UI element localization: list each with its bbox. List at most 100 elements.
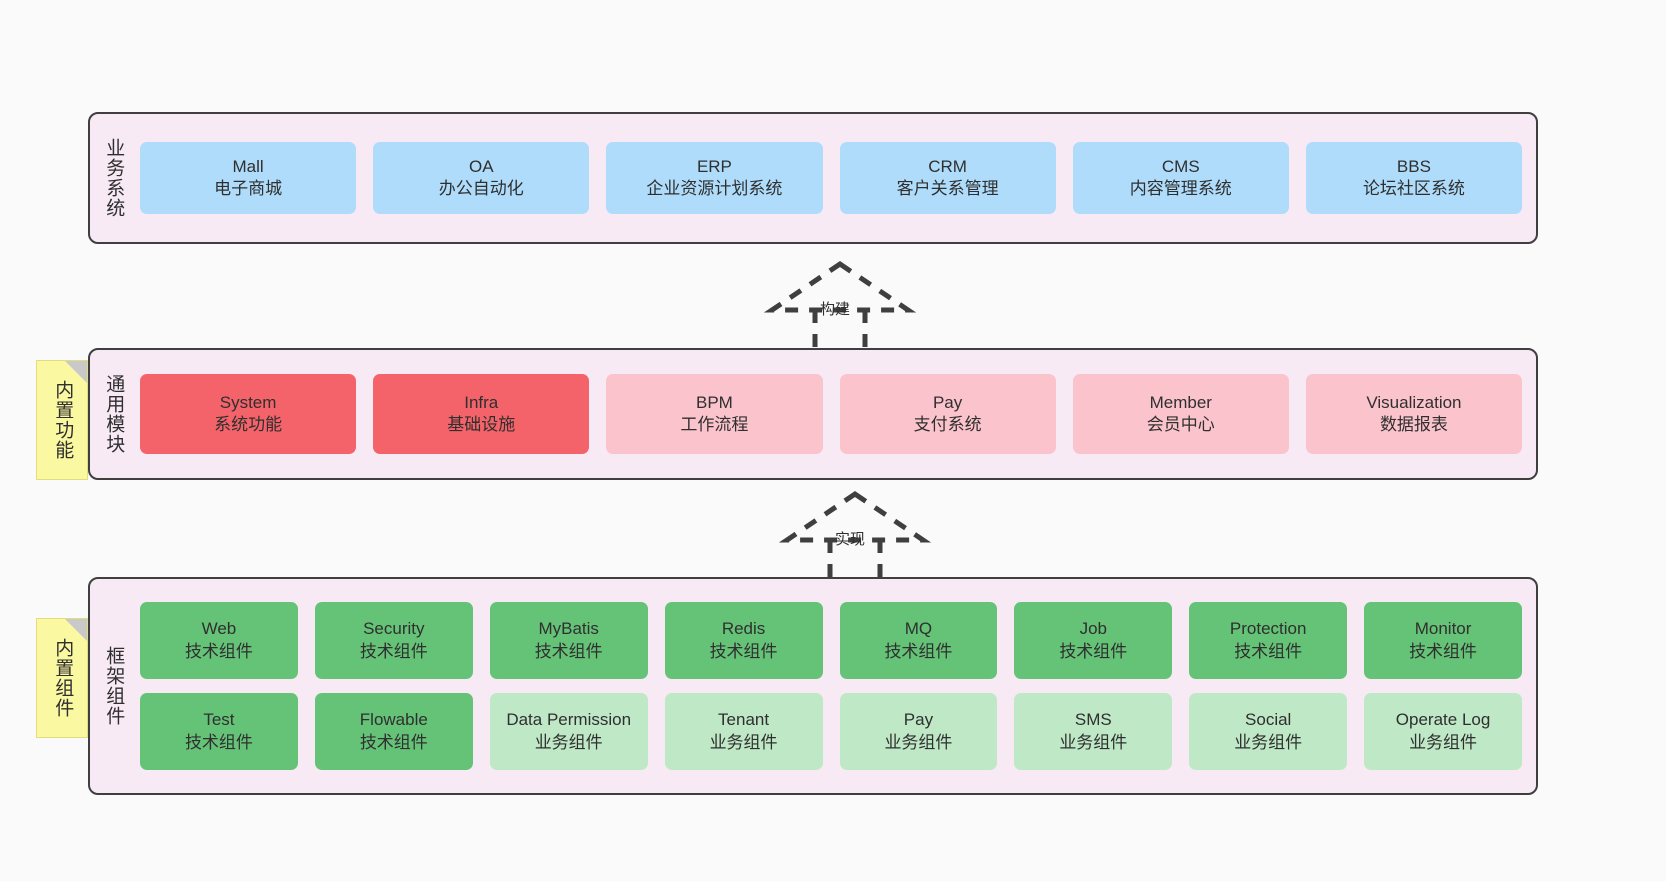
framework-card-tenant[interactable]: Tenant 业务组件 xyxy=(664,693,823,770)
business-card-erp[interactable]: ERP 企业资源计划系统 xyxy=(606,142,823,214)
card-title: Operate Log xyxy=(1395,710,1491,730)
business-card-crm[interactable]: CRM 客户关系管理 xyxy=(839,142,1056,214)
card-title: Infra xyxy=(464,392,499,412)
module-card-infra[interactable]: Infra 基础设施 xyxy=(373,374,590,454)
card-subtitle: 业务组件 xyxy=(709,732,778,752)
card-subtitle: 会员中心 xyxy=(1146,415,1215,434)
card-subtitle: 业务组件 xyxy=(534,732,603,752)
framework-card-job[interactable]: Job 技术组件 xyxy=(1014,602,1173,679)
card-title: OA xyxy=(468,156,494,176)
module-card-visualization[interactable]: Visualization 数据报表 xyxy=(1305,374,1523,454)
card-title: Flowable xyxy=(359,710,428,730)
business-systems-row: Mall 电子商城 OA 办公自动化 ERP 企业资源计划系统 CRM 客户关系… xyxy=(140,142,1523,214)
module-card-bpm[interactable]: BPM 工作流程 xyxy=(606,374,823,454)
card-title: BBS xyxy=(1396,156,1431,176)
card-subtitle: 技术组件 xyxy=(1059,641,1128,661)
card-subtitle: 技术组件 xyxy=(184,641,253,661)
card-subtitle: 业务组件 xyxy=(1409,732,1478,752)
card-subtitle: 技术组件 xyxy=(709,641,778,661)
framework-card-sms[interactable]: SMS 业务组件 xyxy=(1014,693,1173,770)
arrow-implement-label: 实现 xyxy=(835,531,866,548)
card-subtitle: 技术组件 xyxy=(359,732,428,752)
arrow-implement: 实现 xyxy=(775,490,935,585)
card-title: MyBatis xyxy=(538,619,599,639)
layer-framework-components-title: 框架组件 xyxy=(103,646,125,726)
card-title: Pay xyxy=(932,392,963,412)
card-title: Test xyxy=(203,710,235,730)
framework-card-operate-log[interactable]: Operate Log 业务组件 xyxy=(1364,693,1522,770)
module-card-member[interactable]: Member 会员中心 xyxy=(1072,374,1289,454)
card-title: Web xyxy=(201,619,237,639)
card-subtitle: 技术组件 xyxy=(184,732,253,752)
arrow-head-triangle xyxy=(778,490,932,543)
framework-card-data-permission[interactable]: Data Permission 业务组件 xyxy=(489,693,648,770)
card-title: Security xyxy=(363,619,425,639)
framework-card-monitor[interactable]: Monitor 技术组件 xyxy=(1364,602,1522,679)
card-title: CMS xyxy=(1161,156,1200,176)
framework-card-redis[interactable]: Redis 技术组件 xyxy=(664,602,823,679)
card-subtitle: 支付系统 xyxy=(913,415,982,434)
framework-row-tech: Web 技术组件 Security 技术组件 MyBatis 技术组件 Redi… xyxy=(140,602,1522,679)
card-subtitle: 技术组件 xyxy=(1234,641,1303,661)
card-title: Monitor xyxy=(1414,619,1472,639)
arrow-build: 构建 xyxy=(760,260,920,355)
card-subtitle: 工作流程 xyxy=(680,415,749,434)
note-builtin-features-label: 内置功能 xyxy=(52,380,74,460)
card-subtitle: 技术组件 xyxy=(1409,641,1478,661)
card-subtitle: 客户关系管理 xyxy=(896,179,999,198)
framework-card-test[interactable]: Test 技术组件 xyxy=(140,693,298,770)
framework-row-business: Test 技术组件 Flowable 技术组件 Data Permission … xyxy=(140,693,1522,770)
card-subtitle: 系统功能 xyxy=(214,415,283,434)
card-subtitle: 技术组件 xyxy=(534,641,603,661)
framework-card-pay[interactable]: Pay 业务组件 xyxy=(839,693,998,770)
card-title: ERP xyxy=(696,156,732,176)
layer-common-modules: 通用模块 System 系统功能 Infra 基础设施 BPM 工作流程 Pay… xyxy=(88,348,1538,480)
note-fold-corner-icon xyxy=(65,361,87,383)
arrow-build-label: 构建 xyxy=(820,301,851,318)
note-builtin-features: 内置功能 xyxy=(36,360,88,480)
business-card-oa[interactable]: OA 办公自动化 xyxy=(373,142,590,214)
layer-common-modules-body: System 系统功能 Infra 基础设施 BPM 工作流程 Pay 支付系统… xyxy=(136,350,1536,478)
arrow-head-triangle xyxy=(763,260,917,313)
card-title: SMS xyxy=(1074,710,1112,730)
card-title: System xyxy=(219,392,277,412)
card-subtitle: 技术组件 xyxy=(359,641,428,661)
card-title: Tenant xyxy=(718,710,770,730)
framework-card-web[interactable]: Web 技术组件 xyxy=(140,602,298,679)
layer-framework-components: 框架组件 Web 技术组件 Security 技术组件 MyBatis 技术组件… xyxy=(88,577,1538,795)
card-title: Social xyxy=(1245,710,1292,730)
card-subtitle: 基础设施 xyxy=(447,415,516,434)
framework-card-security[interactable]: Security 技术组件 xyxy=(314,602,473,679)
module-card-pay[interactable]: Pay 支付系统 xyxy=(839,374,1056,454)
business-card-mall[interactable]: Mall 电子商城 xyxy=(140,142,357,214)
card-title: Visualization xyxy=(1366,392,1462,412)
layer-business-systems: 业务系统 Mall 电子商城 OA 办公自动化 ERP 企业资源计划系统 CRM… xyxy=(88,112,1538,244)
business-card-bbs[interactable]: BBS 论坛社区系统 xyxy=(1305,142,1523,214)
card-subtitle: 业务组件 xyxy=(1059,732,1128,752)
business-card-cms[interactable]: CMS 内容管理系统 xyxy=(1072,142,1289,214)
card-title: Member xyxy=(1149,392,1212,412)
card-title: CRM xyxy=(928,156,967,176)
framework-card-mybatis[interactable]: MyBatis 技术组件 xyxy=(489,602,648,679)
framework-card-mq[interactable]: MQ 技术组件 xyxy=(839,602,998,679)
layer-business-systems-body: Mall 电子商城 OA 办公自动化 ERP 企业资源计划系统 CRM 客户关系… xyxy=(136,114,1536,242)
framework-card-protection[interactable]: Protection 技术组件 xyxy=(1189,602,1348,679)
card-title: Redis xyxy=(721,619,766,639)
layer-framework-components-body: Web 技术组件 Security 技术组件 MyBatis 技术组件 Redi… xyxy=(136,579,1536,793)
card-subtitle: 内容管理系统 xyxy=(1129,179,1232,198)
framework-card-flowable[interactable]: Flowable 技术组件 xyxy=(314,693,473,770)
card-subtitle: 业务组件 xyxy=(884,732,953,752)
card-title: Job xyxy=(1079,619,1108,639)
card-subtitle: 技术组件 xyxy=(884,641,953,661)
common-modules-row: System 系统功能 Infra 基础设施 BPM 工作流程 Pay 支付系统… xyxy=(140,374,1523,454)
card-title: Pay xyxy=(903,710,934,730)
card-title: BPM xyxy=(696,392,733,412)
module-card-system[interactable]: System 系统功能 xyxy=(140,374,357,454)
card-subtitle: 数据报表 xyxy=(1379,415,1448,434)
layer-business-systems-title: 业务系统 xyxy=(103,138,125,218)
framework-card-social[interactable]: Social 业务组件 xyxy=(1189,693,1348,770)
card-title: Mall xyxy=(232,156,264,176)
card-subtitle: 电子商城 xyxy=(214,179,283,198)
card-subtitle: 业务组件 xyxy=(1234,732,1303,752)
